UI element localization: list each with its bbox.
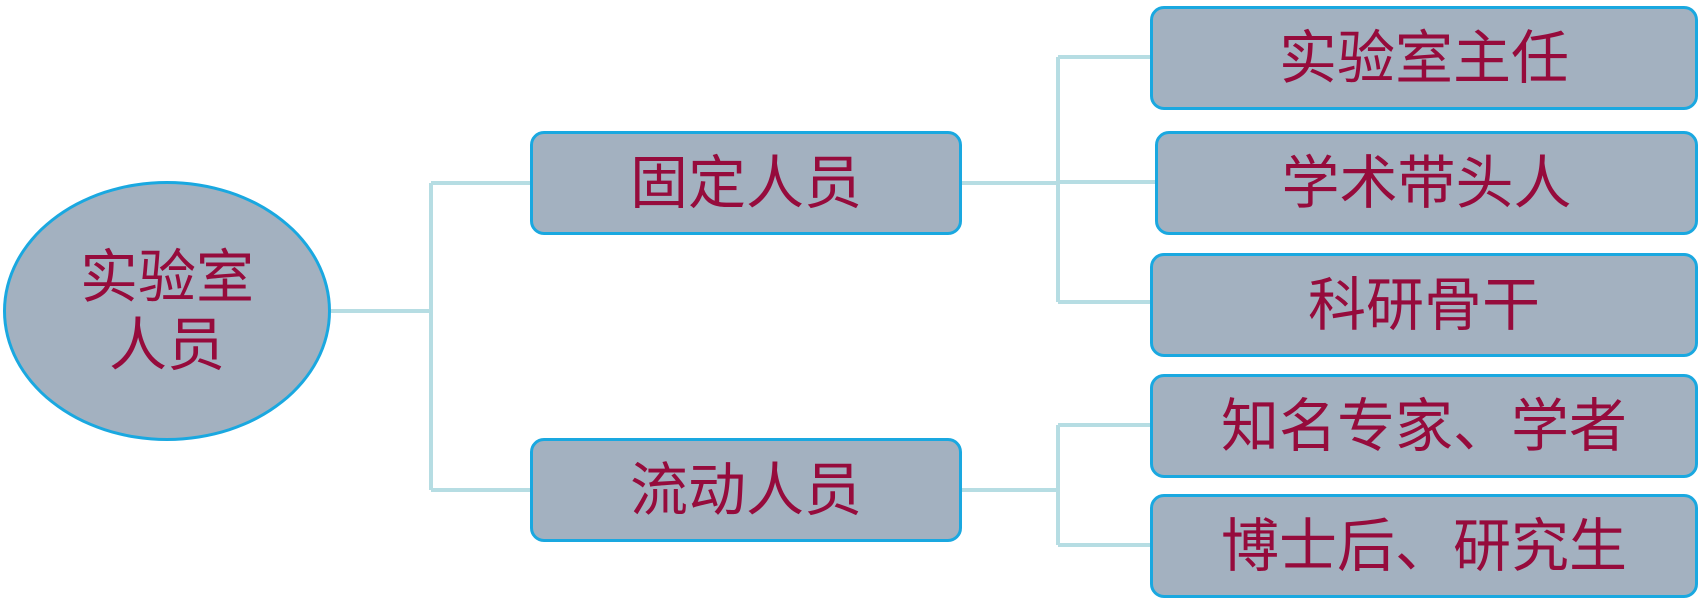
root-node-line2: 人员: [108, 311, 225, 379]
leaf-node-label: 学术带头人: [1281, 149, 1572, 217]
root-node-lab-personnel: 实验室 人员: [3, 181, 331, 441]
group-node-label: 固定人员: [629, 149, 862, 217]
leaf-node-academic-leader: 学术带头人: [1155, 131, 1698, 235]
group-node-mobile-staff: 流动人员: [530, 438, 962, 542]
leaf-node-lab-director: 实验室主任: [1150, 6, 1698, 110]
leaf-node-label: 实验室主任: [1278, 24, 1569, 92]
leaf-node-experts-scholars: 知名专家、学者: [1150, 374, 1698, 478]
leaf-node-postdocs-graduates: 博士后、研究生: [1150, 494, 1698, 598]
leaf-node-label: 知名专家、学者: [1220, 392, 1627, 460]
leaf-node-research-backbone: 科研骨干: [1150, 253, 1698, 357]
group-node-fixed-staff: 固定人员: [530, 131, 962, 235]
group-node-label: 流动人员: [629, 456, 862, 524]
leaf-node-label: 科研骨干: [1307, 271, 1540, 339]
root-node-line1: 实验室: [79, 242, 254, 311]
leaf-node-label: 博士后、研究生: [1220, 512, 1627, 580]
